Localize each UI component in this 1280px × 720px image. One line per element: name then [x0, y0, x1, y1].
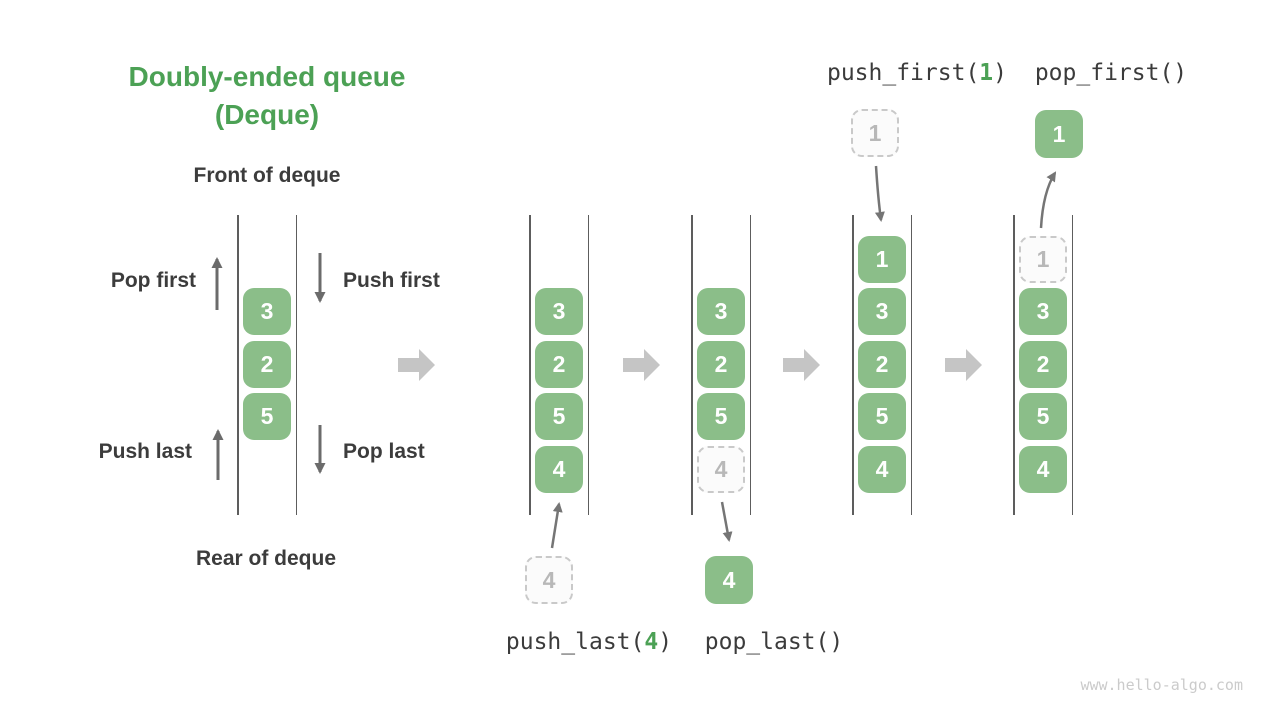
- queue-wall-left: [852, 215, 854, 515]
- op-text: ): [993, 60, 1008, 86]
- push-last-op-label: push_last(4): [464, 629, 714, 655]
- queue-wall-left: [691, 215, 693, 515]
- pop-last-op-label: pop_last(): [649, 629, 899, 655]
- op-text: push_first(: [826, 60, 980, 86]
- queue-wall-left: [1013, 215, 1015, 515]
- diagram-title: Doubly-ended queue (Deque): [87, 58, 447, 134]
- front-of-deque-label: Front of deque: [193, 164, 341, 187]
- queue-cell: 4: [1019, 446, 1067, 493]
- queue-wall-right: [295, 215, 297, 515]
- queue-cell: 3: [697, 288, 745, 335]
- pop-last-result-box: 4: [705, 556, 753, 604]
- op-arg: 1: [979, 60, 994, 86]
- watermark: www.hello-algo.com: [1080, 676, 1243, 694]
- op-text: ): [658, 629, 673, 655]
- queue-cell: 2: [243, 341, 291, 388]
- queue-cell: 5: [697, 393, 745, 440]
- op-text: pop_first(): [1034, 60, 1188, 86]
- op-text: push_last(: [505, 629, 645, 655]
- op-arg: 4: [644, 629, 659, 655]
- flow-arrow-icon: [945, 349, 982, 381]
- queue-wall-right: [910, 215, 912, 515]
- flow-arrow-icon: [783, 349, 820, 381]
- pop-last-label: Pop last: [343, 440, 425, 463]
- queue-wall-left: [237, 215, 239, 515]
- queue-cell: 4: [858, 446, 906, 493]
- queue-after-pop-last: 3 2 5 4: [691, 215, 751, 515]
- queue-demo: 3 2 5: [237, 215, 297, 515]
- queue-cell: 2: [535, 341, 583, 388]
- op-text: pop_last(): [704, 629, 844, 655]
- flow-arrow-icon: [398, 349, 435, 381]
- queue-wall-right: [587, 215, 589, 515]
- queue-wall-right: [749, 215, 751, 515]
- queue-cell-ghost: 1: [1019, 236, 1067, 283]
- queue-cell: 3: [858, 288, 906, 335]
- queue-cell: 5: [1019, 393, 1067, 440]
- queue-cell: 4: [535, 446, 583, 493]
- queue-cell-ghost: 4: [697, 446, 745, 493]
- queue-wall-right: [1071, 215, 1073, 515]
- queue-cell: 3: [243, 288, 291, 335]
- queue-wall-left: [529, 215, 531, 515]
- queue-after-pop-first: 1 3 2 5 4: [1013, 215, 1073, 515]
- queue-cell: 3: [1019, 288, 1067, 335]
- title-line-1: Doubly-ended queue: [128, 61, 406, 92]
- push-last-source-box: 4: [525, 556, 573, 604]
- push-first-op-label: push_first(1): [792, 60, 1042, 86]
- queue-cell: 5: [243, 393, 291, 440]
- flow-arrow-icon: [623, 349, 660, 381]
- push-first-label: Push first: [343, 269, 440, 292]
- rear-of-deque-label: Rear of deque: [195, 547, 337, 570]
- pop-first-result-box: 1: [1035, 110, 1083, 158]
- queue-cell: 1: [858, 236, 906, 283]
- queue-cell: 5: [535, 393, 583, 440]
- queue-after-push-last: 3 2 5 4: [529, 215, 589, 515]
- pop-first-op-label: pop_first(): [986, 60, 1236, 86]
- queue-cell: 2: [697, 341, 745, 388]
- push-first-insert-arrow-icon: [874, 165, 885, 222]
- queue-cell: 2: [858, 341, 906, 388]
- title-line-2: (Deque): [214, 99, 320, 130]
- queue-after-push-first: 1 3 2 5 4: [852, 215, 912, 515]
- queue-cell: 3: [535, 288, 583, 335]
- queue-cell: 2: [1019, 341, 1067, 388]
- pop-first-label: Pop first: [110, 269, 196, 292]
- push-first-source-box: 1: [851, 109, 899, 157]
- push-last-label: Push last: [98, 440, 192, 463]
- queue-cell: 5: [858, 393, 906, 440]
